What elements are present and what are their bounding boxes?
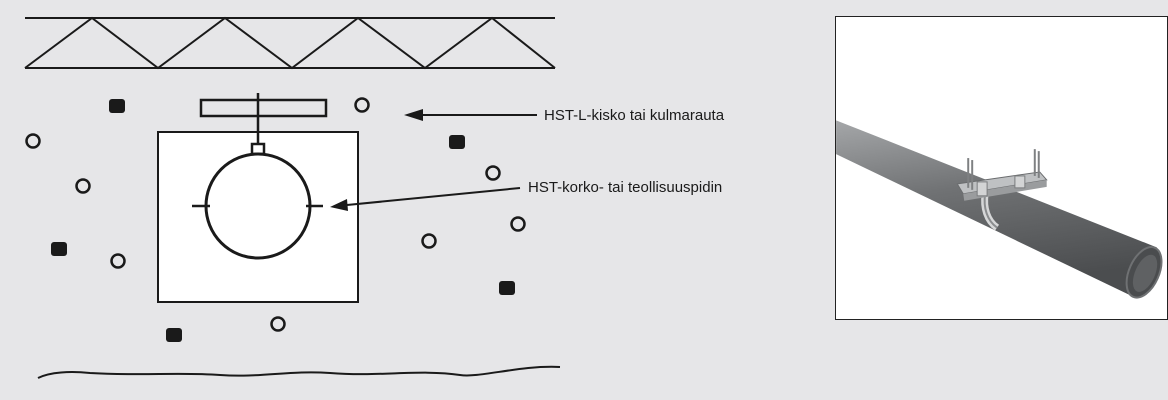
- aggregate-open-dots: [25, 97, 526, 332]
- aggregate-open-dot: [421, 233, 437, 249]
- aggregate-open-dot: [75, 178, 91, 194]
- aggregate-filled-dots: [51, 99, 515, 342]
- arrow-left-icon: [404, 109, 537, 121]
- pipe-render-panel: [835, 16, 1168, 320]
- aggregate-filled-dot: [51, 242, 67, 256]
- arrow-left-icon: [330, 187, 521, 211]
- aggregate-filled-dot: [499, 281, 515, 295]
- roof-truss-icon: [24, 16, 556, 70]
- rail-icon: [199, 98, 328, 118]
- aggregate-filled-dot: [166, 328, 182, 342]
- aggregate-open-dot: [354, 97, 370, 113]
- support-label: HST-korko- tai teollisuuspidin: [528, 179, 722, 196]
- pipe-cross-section-icon: [192, 152, 323, 260]
- aggregate-open-dot: [270, 316, 286, 332]
- aggregate-open-dot: [110, 253, 126, 269]
- pipe-render-image: [836, 120, 1163, 299]
- aggregate-open-dot: [485, 165, 501, 181]
- aggregate-open-dot: [25, 133, 41, 149]
- aggregate-filled-dot: [449, 135, 465, 149]
- aggregate-open-dot: [510, 216, 526, 232]
- rail-label: HST-L-kisko tai kulmarauta: [544, 107, 725, 124]
- floor-line: [37, 365, 561, 379]
- aggregate-filled-dot: [109, 99, 125, 113]
